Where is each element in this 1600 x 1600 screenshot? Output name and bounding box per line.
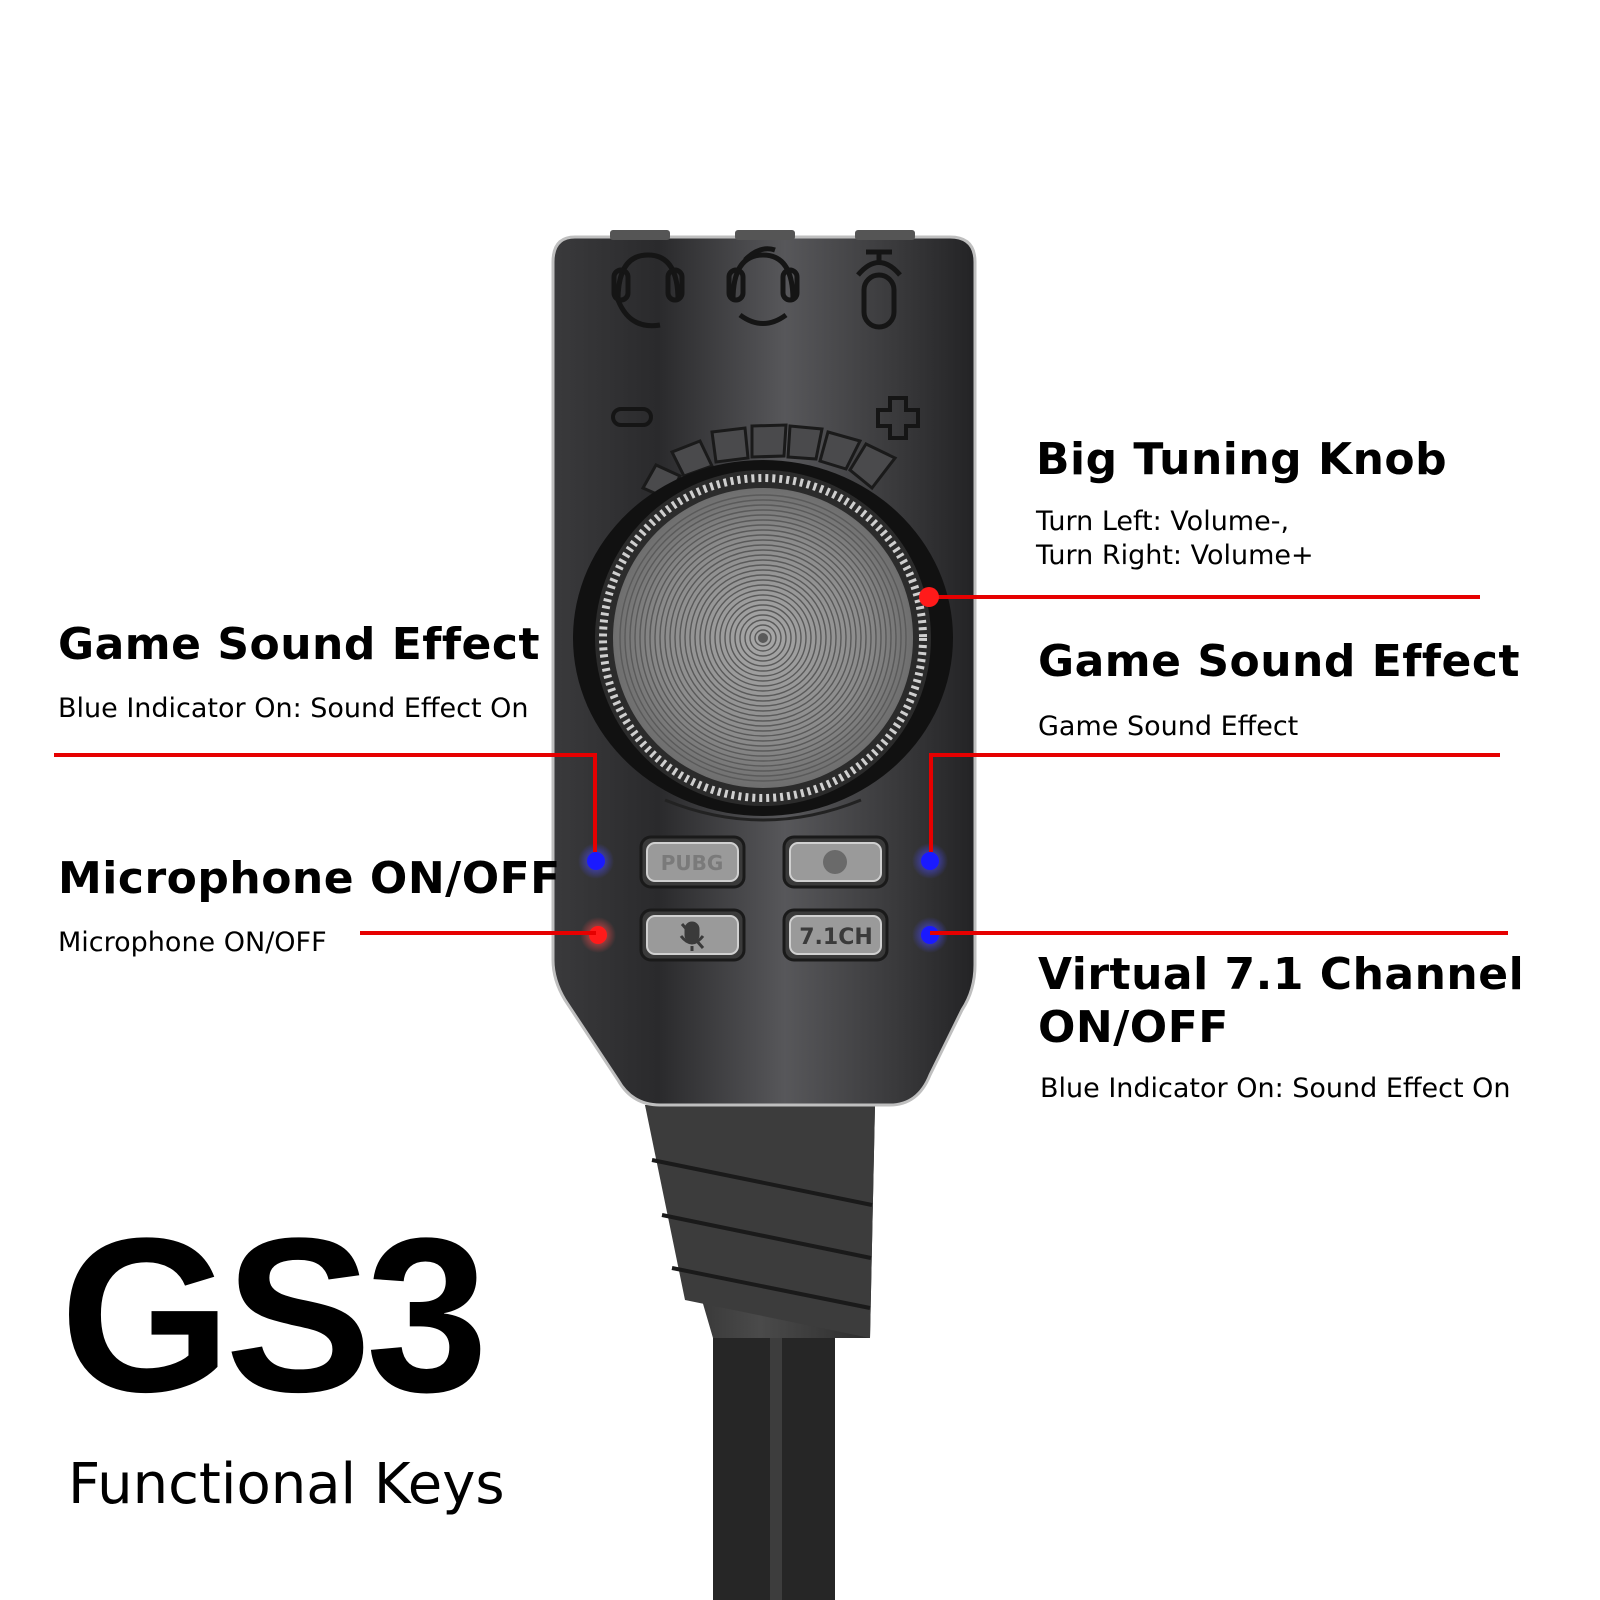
callout-line-game-right [929, 753, 1500, 852]
usb-cable [645, 1105, 875, 1600]
game-sound-effect-left-title: Game Sound Effect [58, 619, 540, 670]
microphone-toggle-button[interactable] [639, 908, 746, 962]
mic-mute-icon [679, 921, 705, 951]
callout-line-game-left [54, 753, 597, 852]
virtual-71-title-line2: ON/OFF [1038, 1002, 1229, 1053]
microphone-desc: Microphone ON/OFF [58, 927, 327, 958]
game-sound-effect-right-title: Game Sound Effect [1038, 636, 1520, 687]
indicator-game-left [578, 843, 614, 879]
71ch-button-label: 7.1CH [799, 925, 873, 950]
indicator-game-right [912, 843, 948, 879]
volume-minus-icon [611, 407, 653, 427]
big-tuning-knob-desc-line1: Turn Left: Volume-, [1036, 506, 1290, 537]
pubg-button-label: PUBG [661, 851, 724, 875]
callout-lines [54, 595, 1508, 935]
big-tuning-knob-desc-line2: Turn Right: Volume+ [1036, 540, 1314, 571]
virtual-71-desc: Blue Indicator On: Sound Effect On [1040, 1073, 1511, 1104]
tuning-knob[interactable] [573, 460, 953, 822]
indicator-mic [580, 917, 616, 953]
big-tuning-knob-title: Big Tuning Knob [1036, 434, 1448, 485]
game-sound-effect-button-right[interactable] [782, 835, 889, 889]
game-sound-effect-left-desc: Blue Indicator On: Sound Effect On [58, 693, 529, 724]
functional-keys-subtitle: Functional Keys [68, 1452, 505, 1517]
virtual-71-title-line1: Virtual 7.1 Channel [1038, 949, 1525, 1000]
microphone-icon [856, 249, 902, 330]
headset-icon [611, 252, 685, 329]
game-mode-icon [823, 850, 847, 874]
model-name: GS3 [60, 1192, 488, 1438]
volume-plus-icon [876, 396, 920, 440]
virtual-71-button[interactable]: 7.1CH [782, 908, 889, 962]
microphone-title: Microphone ON/OFF [58, 853, 561, 904]
game-sound-effect-button-left[interactable]: PUBG [639, 835, 746, 889]
headset-mic-icon [726, 246, 800, 326]
game-sound-effect-right-desc: Game Sound Effect [1038, 711, 1299, 742]
knob-callout-dot [919, 587, 939, 607]
